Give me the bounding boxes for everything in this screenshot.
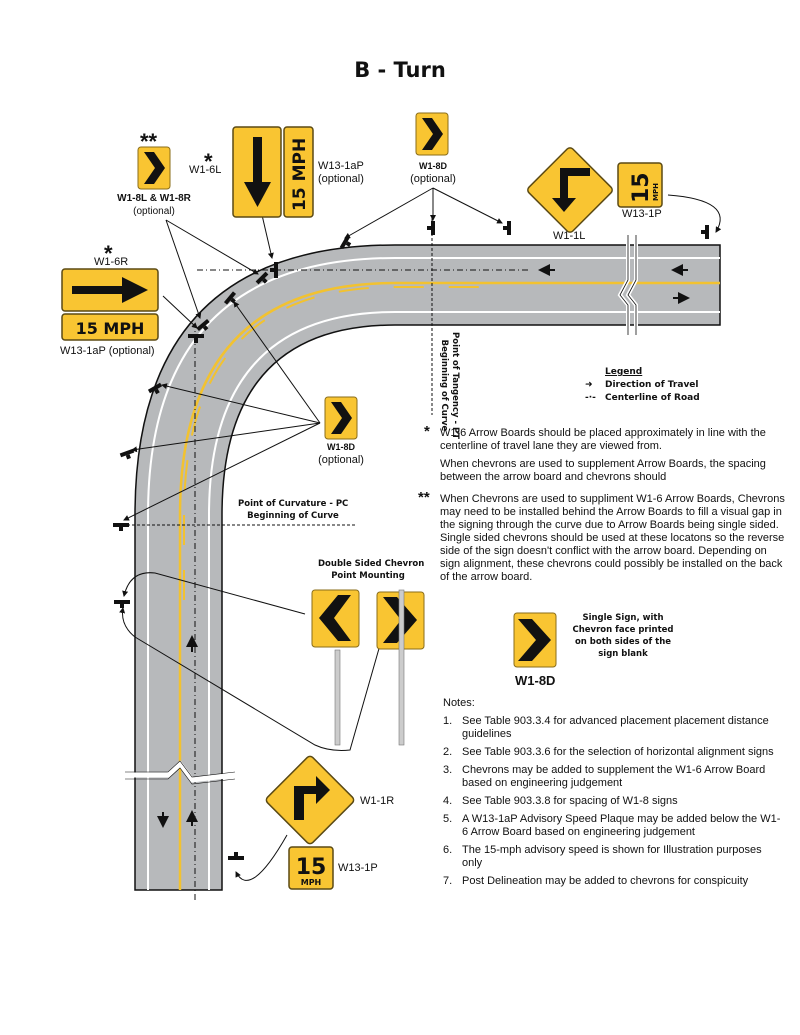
travel-arrows [157, 264, 690, 828]
legend-item: -·-Centerline of Road [585, 393, 700, 403]
double-star-mark: ** [140, 129, 158, 154]
svg-text:MPH: MPH [652, 183, 660, 201]
w13-1ap-optional-label: W13-1aP (optional) [60, 345, 155, 357]
w1-1r-diamond-sign [265, 755, 355, 845]
w13-1p-plaque-bottom: 15 MPH [288, 846, 334, 890]
notes: Notes: 1.See Table 903.3.4 for advanced … [443, 697, 783, 893]
notes-title: Notes: [443, 697, 475, 709]
note-item: 4.See Table 903.3.8 for spacing of W1-8 … [443, 795, 678, 807]
double-sided-chevron-right [376, 589, 425, 746]
w1-1l-diamond-sign [527, 147, 613, 233]
legend: Legend ➜Direction of Travel -·-Centerlin… [585, 366, 700, 405]
notes-list: 1.See Table 903.3.4 for advanced placeme… [443, 715, 783, 888]
w1-8d-top-label: W1-8D (optional) [410, 161, 456, 185]
svg-text:15 MPH: 15 MPH [76, 319, 145, 338]
sign-locations [113, 221, 709, 860]
note-item: 7.Post Delineation may be added to chevr… [443, 875, 749, 887]
w1-8d-single-label: W1-8D [515, 673, 556, 688]
w1-8-chevron-sign [137, 146, 171, 190]
footnote-double-star: ** When Chevrons are used to suppliment … [418, 489, 785, 583]
w1-8lr-label: W1-8L & W1-8R (optional) [117, 193, 191, 217]
w13-1ap-plaque-horizontal: 15 MPH [61, 313, 159, 341]
w1-1l-label: W1-1L [553, 230, 586, 242]
w1-6l-label: W1-6L [189, 164, 222, 176]
legend-title: Legend [605, 367, 643, 377]
pt-label: Point of Tangency - PT Beginning of Curv… [439, 332, 460, 439]
w1-8d-chevron-sign-top [415, 112, 449, 156]
double-sided-label: Double Sided Chevron Point Mounting [318, 559, 425, 581]
w1-8d-mid-label: W1-8D (optional) [318, 442, 364, 466]
star-mark: * [204, 149, 213, 174]
plaque-text: 15 MPH [290, 138, 310, 211]
dash-dot-line-icon: -·- [585, 393, 596, 403]
note-item: 2.See Table 903.3.6 for the selection of… [443, 746, 774, 758]
svg-text:15: 15 [296, 855, 327, 880]
w1-8d-single-sign [513, 612, 557, 668]
note-item: 6.The 15-mph advisory speed is shown for… [443, 844, 762, 869]
single-sign-desc: Single Sign, with Chevron face printed o… [572, 613, 674, 659]
road-break-bottom [125, 760, 236, 783]
footnote-single-star: * W1-6 Arrow Boards should be placed app… [424, 423, 766, 483]
star-mark: * [104, 241, 113, 266]
w13-1ap-label: W13-1aP (optional) [318, 160, 364, 185]
w1-1r-label: W1-1R [360, 795, 395, 807]
pc-label: Point of Curvature - PC Beginning of Cur… [238, 499, 349, 521]
leader-lines [119, 187, 722, 881]
arrow-right-icon: ➜ [585, 380, 593, 390]
w13-1p-bottom-label: W13-1P [338, 862, 378, 874]
w1-8d-chevron-sign-mid [324, 396, 358, 440]
w13-1p-top-label: W13-1P [622, 208, 662, 220]
w13-1ap-plaque-vertical: 15 MPH [283, 126, 314, 218]
edge-line-inner [208, 311, 720, 890]
w13-1p-plaque-top: 15 MPH [617, 162, 663, 208]
legend-item: ➜Direction of Travel [585, 380, 699, 390]
note-item: 3.Chevrons may be added to supplement th… [443, 764, 766, 789]
w1-6r-arrow-board [61, 268, 159, 312]
double-sided-chevron-left [311, 589, 360, 746]
svg-text:MPH: MPH [301, 878, 322, 887]
road [125, 235, 721, 900]
edge-line-outer [147, 257, 720, 890]
centerline-yellow [178, 281, 720, 890]
w1-6l-arrow-board [232, 126, 282, 218]
w1-6r-label: W1-6R [94, 256, 129, 268]
road-surface [134, 244, 721, 891]
note-item: 5.A W13-1aP Advisory Speed Plaque may be… [443, 813, 781, 838]
page-title: B - Turn [354, 58, 446, 82]
note-item: 1.See Table 903.3.4 for advanced placeme… [443, 715, 769, 740]
svg-text:15: 15 [629, 172, 654, 203]
